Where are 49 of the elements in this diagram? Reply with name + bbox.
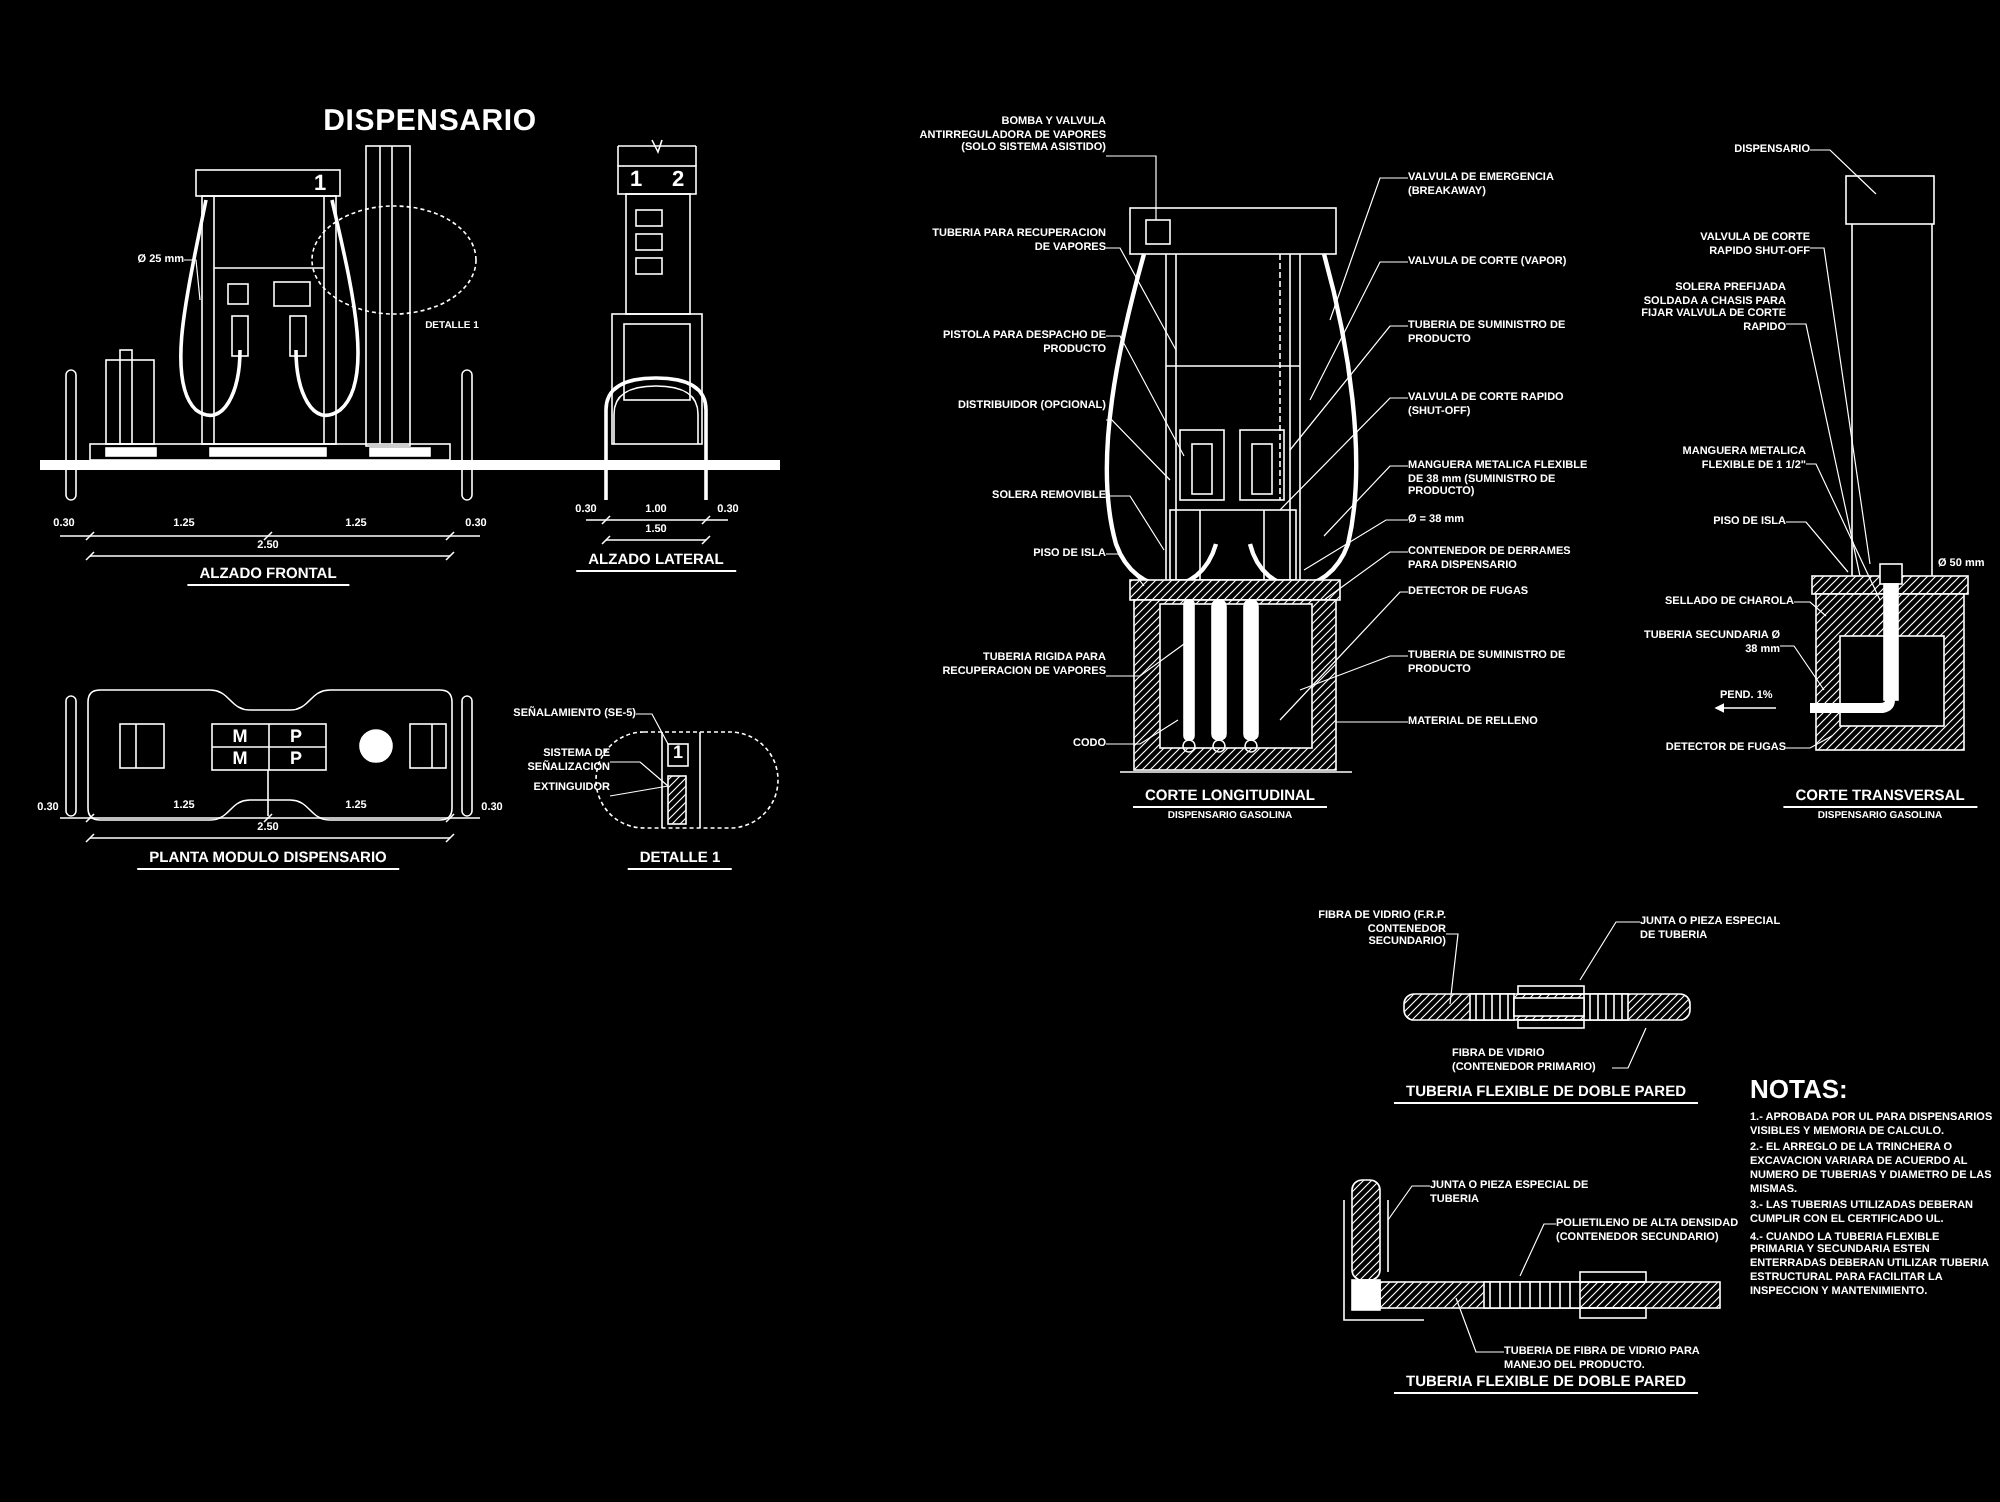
fuel-code: P xyxy=(290,726,302,746)
leader-line xyxy=(1105,643,1185,677)
leader-line xyxy=(1809,149,1877,195)
dispenser-number: 2 xyxy=(671,168,685,192)
valve-box xyxy=(1145,219,1171,245)
leader-line xyxy=(1323,465,1409,537)
leader-line xyxy=(1105,155,1157,221)
leader-line xyxy=(1785,521,1849,573)
leader-line xyxy=(1455,1297,1505,1353)
leader-line xyxy=(1611,1027,1647,1069)
leader-line xyxy=(609,785,669,797)
leader-line xyxy=(1785,323,1861,577)
leader-line xyxy=(1289,325,1409,451)
leader-line xyxy=(1805,463,1881,601)
fuel-code: M xyxy=(232,748,248,768)
leader-line xyxy=(1785,735,1833,749)
leader-line xyxy=(1519,1223,1557,1277)
leader-line xyxy=(1299,655,1409,691)
leader-line xyxy=(1779,645,1825,691)
leader-line xyxy=(1105,495,1165,551)
leader-line xyxy=(609,761,669,787)
leader-line xyxy=(1279,397,1409,511)
leader-line xyxy=(1105,247,1177,351)
leader-line xyxy=(1335,721,1409,723)
extinguisher xyxy=(667,775,687,825)
fuel-code: P xyxy=(290,748,302,768)
fuel-code: M xyxy=(232,726,248,746)
leader-line xyxy=(1793,601,1827,617)
leader-line xyxy=(1105,419,1171,481)
leader-line xyxy=(1387,1185,1431,1221)
leader-line xyxy=(1323,551,1409,601)
leader-line xyxy=(1105,335,1185,457)
dispenser-number: 1 xyxy=(629,168,643,192)
leader-line xyxy=(1303,519,1409,571)
leader-line xyxy=(1579,921,1641,981)
leader-line xyxy=(1445,933,1459,1005)
leader-line xyxy=(1329,177,1409,321)
drawing-title: DISPENSARIO xyxy=(323,104,537,138)
sign-box xyxy=(667,743,689,767)
sign-number: 1 xyxy=(673,742,683,762)
leader-line xyxy=(1105,719,1179,745)
leader-line xyxy=(1309,261,1409,401)
leader-line xyxy=(1105,553,1145,587)
notes-heading: NOTAS: xyxy=(1750,1076,1848,1104)
leader-line xyxy=(1279,591,1409,721)
leader-line xyxy=(183,259,201,301)
leader-line xyxy=(1809,247,1871,565)
leader-line xyxy=(635,713,669,745)
dispenser-number: 1 xyxy=(313,172,327,196)
